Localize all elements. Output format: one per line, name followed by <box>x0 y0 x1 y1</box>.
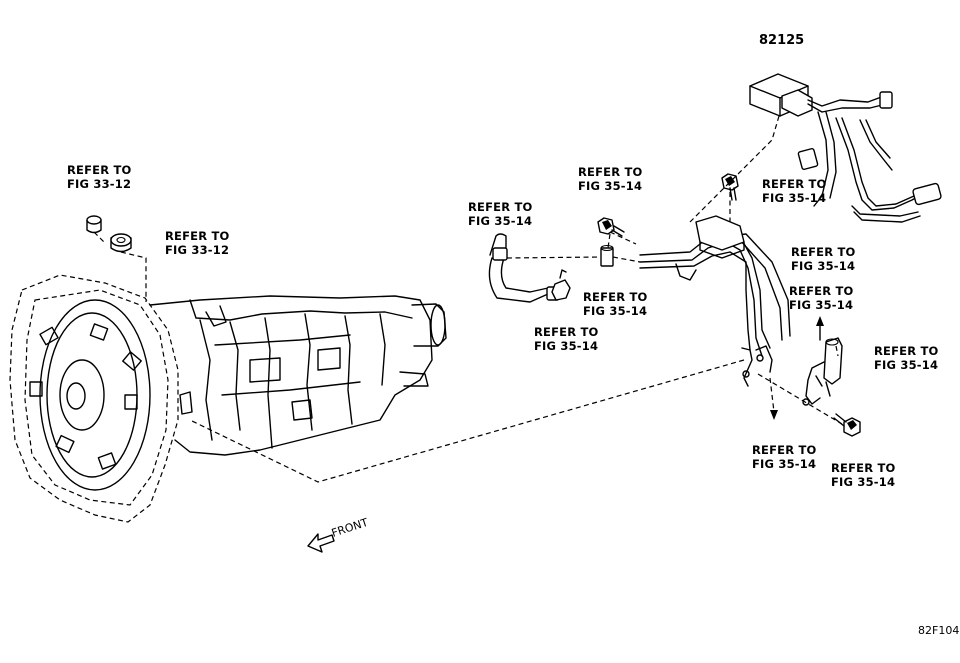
callout-1-line2: FIG 33-12 <box>67 177 131 191</box>
callout-7: REFER TO FIG 35-14 <box>583 290 648 318</box>
callout-6-line2: FIG 35-14 <box>791 259 855 273</box>
callout-6-line1: REFER TO <box>791 245 856 259</box>
breather-hose <box>488 233 560 303</box>
callout-10-line2: FIG 35-14 <box>874 358 938 372</box>
callout-11: REFER TO FIG 35-14 <box>752 443 817 471</box>
callout-11-line2: FIG 35-14 <box>752 457 816 471</box>
bolt-lower-right <box>833 413 861 437</box>
callout-12-line2: FIG 35-14 <box>831 475 895 489</box>
callout-8-line1: REFER TO <box>789 284 854 298</box>
oil-cooler-tubes <box>639 215 791 387</box>
callout-10-line1: REFER TO <box>874 344 939 358</box>
front-indicator: FRONT <box>307 516 370 553</box>
bolt-upper-left <box>597 217 625 237</box>
callout-8: REFER TO FIG 35-14 <box>789 284 854 312</box>
callout-8-line2: FIG 35-14 <box>789 298 853 312</box>
front-arrow-icon <box>307 533 335 553</box>
pipe-clamp-bracket <box>802 316 843 406</box>
callout-5-line2: FIG 35-14 <box>762 191 826 205</box>
callout-3-line2: FIG 35-14 <box>578 179 642 193</box>
callout-12-line1: REFER TO <box>831 461 896 475</box>
callout-7-line2: FIG 35-14 <box>583 304 647 318</box>
callout-4-line2: FIG 35-14 <box>468 214 532 228</box>
callout-2: REFER TO FIG 33-12 <box>165 229 230 257</box>
callout-4-line1: REFER TO <box>468 200 533 214</box>
callout-4: REFER TO FIG 35-14 <box>468 200 533 228</box>
callout-11-line1: REFER TO <box>752 443 817 457</box>
figure-code: 82F104 <box>918 624 959 637</box>
callout-5: REFER TO FIG 35-14 <box>762 177 827 205</box>
transmission-illustration <box>9 274 447 523</box>
callout-3: REFER TO FIG 35-14 <box>578 165 643 193</box>
callout-1-line1: REFER TO <box>67 163 132 177</box>
callout-6: REFER TO FIG 35-14 <box>791 245 856 273</box>
bushing-large <box>110 233 132 253</box>
callout-2-line2: FIG 33-12 <box>165 243 229 257</box>
callout-10: REFER TO FIG 35-14 <box>874 344 939 372</box>
callout-7-line1: REFER TO <box>583 290 648 304</box>
union-fitting <box>600 244 614 267</box>
callout-9: REFER TO FIG 35-14 <box>534 325 599 353</box>
callout-9-line1: REFER TO <box>534 325 599 339</box>
callout-1: REFER TO FIG 33-12 <box>67 163 132 191</box>
wire-harness-illustration <box>749 73 942 223</box>
part-number-label: 82125 <box>759 33 804 48</box>
hose-clamp <box>551 269 571 301</box>
callout-12: REFER TO FIG 35-14 <box>831 461 896 489</box>
callout-2-line1: REFER TO <box>165 229 230 243</box>
callout-3-line1: REFER TO <box>578 165 643 179</box>
front-label: FRONT <box>330 516 370 540</box>
callout-5-line1: REFER TO <box>762 177 827 191</box>
part-number-82125: 82125 <box>759 33 804 48</box>
bushing-small <box>86 215 102 234</box>
arrow-down-lower <box>770 410 778 420</box>
assembly-leader-lines <box>93 115 843 483</box>
callout-9-line2: FIG 35-14 <box>534 339 598 353</box>
